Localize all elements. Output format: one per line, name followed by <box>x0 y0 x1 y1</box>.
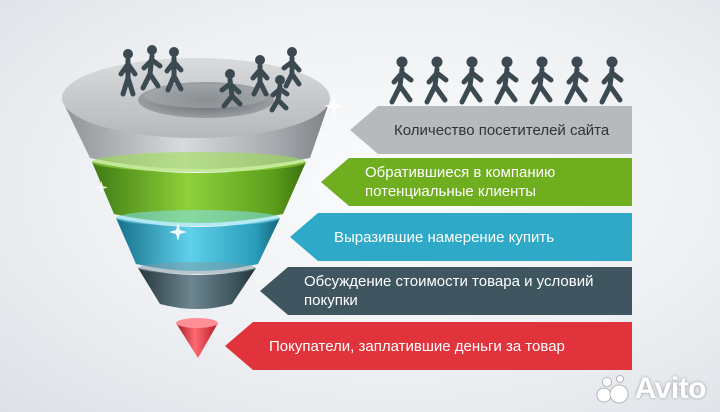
visitor-figures-funnel <box>118 45 302 113</box>
avito-wordmark: Avito <box>634 372 707 405</box>
stage-2-text: Обратившиеся в компанию потенциальные кл… <box>365 164 556 200</box>
stage-3-text: Выразившие намерение купить <box>334 228 555 246</box>
funnel-stage-4-shape <box>138 268 256 309</box>
stage-label-1: Количество посетителей сайта <box>350 106 632 154</box>
stage-5-text: Покупатели, заплатившие деньги за товар <box>269 337 565 355</box>
funnel-stage-3-shape <box>116 218 280 271</box>
avito-dots-icon <box>596 375 629 404</box>
stage-label-2: Обратившиеся в компанию потенциальные кл… <box>321 158 632 206</box>
stage-label-4: Обсуждение стоимости товара и условий по… <box>260 267 632 315</box>
funnel-stage-2-shape <box>92 162 306 223</box>
funnel-stage-5-shape <box>176 323 218 358</box>
sparkle-icon <box>95 96 344 241</box>
stage-label-3: Выразившие намерение купить <box>290 213 632 261</box>
visitor-figures-row <box>389 56 624 105</box>
stage-label-5: Покупатели, заплатившие деньги за товар <box>225 322 632 370</box>
stage-4-text: Обсуждение стоимости товара и условий по… <box>304 273 594 309</box>
avito-watermark: Avito <box>595 372 707 406</box>
stage-1-text: Количество посетителей сайта <box>394 121 610 139</box>
